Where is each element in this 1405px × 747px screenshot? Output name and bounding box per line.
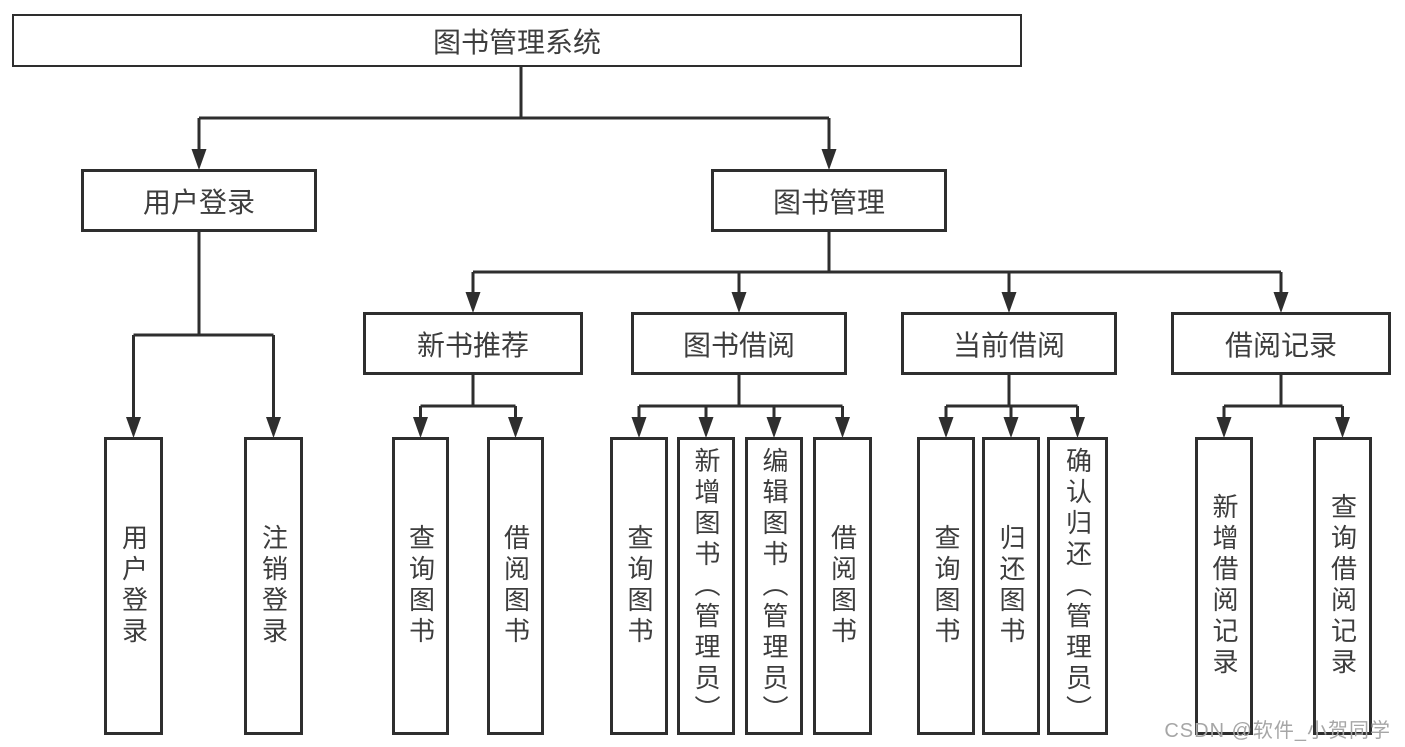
csdn-watermark: CSDN @软件_小贺同学 [1164,720,1391,742]
node-label: 用户登录 [142,186,255,218]
node-label: 当前借阅 [952,329,1065,361]
leaf-edit-books-admin: 编辑图书（管理员） [745,437,803,735]
leaf-label: 查询借阅记录 [1327,493,1358,679]
leaf-user-login: 用户登录 [104,437,163,735]
leaf-label: 确认归还（管理员） [1062,446,1093,726]
node-label: 借阅记录 [1224,329,1337,361]
leaf-confirm-return-admin: 确认归还（管理员） [1047,437,1108,735]
arrowhead-icons [126,149,1350,438]
node-new-book-recommendation: 新书推荐 [363,312,583,375]
leaf-borrow-books-2: 借阅图书 [813,437,872,735]
node-book-borrowing: 图书借阅 [631,312,847,375]
leaf-label: 查询图书 [405,524,436,648]
node-book-management: 图书管理 [711,169,947,232]
leaf-label: 查询图书 [931,524,961,648]
node-label: 新书推荐 [416,329,529,361]
leaf-query-borrow-record: 查询借阅记录 [1313,437,1372,735]
node-label: 图书管理 [772,186,885,218]
leaf-add-books-admin: 新增图书（管理员） [677,437,735,735]
leaf-query-books-3: 查询图书 [917,437,975,735]
leaf-return-books: 归还图书 [982,437,1040,735]
node-library-management-system: 图书管理系统 [12,14,1022,67]
tree-edges [132,67,1344,418]
leaf-label: 用户登录 [118,524,149,648]
leaf-query-books-2: 查询图书 [610,437,668,735]
leaf-label: 归还图书 [996,524,1026,648]
leaf-label: 借阅图书 [500,524,531,648]
leaf-borrow-books-1: 借阅图书 [487,437,544,735]
leaf-add-borrow-record: 新增借阅记录 [1195,437,1253,735]
leaf-label: 新增借阅记录 [1209,493,1239,679]
node-current-borrowing: 当前借阅 [901,312,1117,375]
node-label: 图书借阅 [682,329,795,361]
leaf-label: 新增图书（管理员） [691,446,721,726]
leaf-query-books-1: 查询图书 [392,437,449,735]
node-borrowing-records: 借阅记录 [1171,312,1391,375]
leaf-logout: 注销登录 [244,437,303,735]
node-user-login-branch: 用户登录 [81,169,317,232]
leaf-label: 注销登录 [258,524,289,648]
leaf-label: 借阅图书 [827,524,858,648]
leaf-label: 编辑图书（管理员） [759,446,789,726]
leaf-label: 查询图书 [624,524,654,648]
node-label: 图书管理系统 [432,26,601,58]
